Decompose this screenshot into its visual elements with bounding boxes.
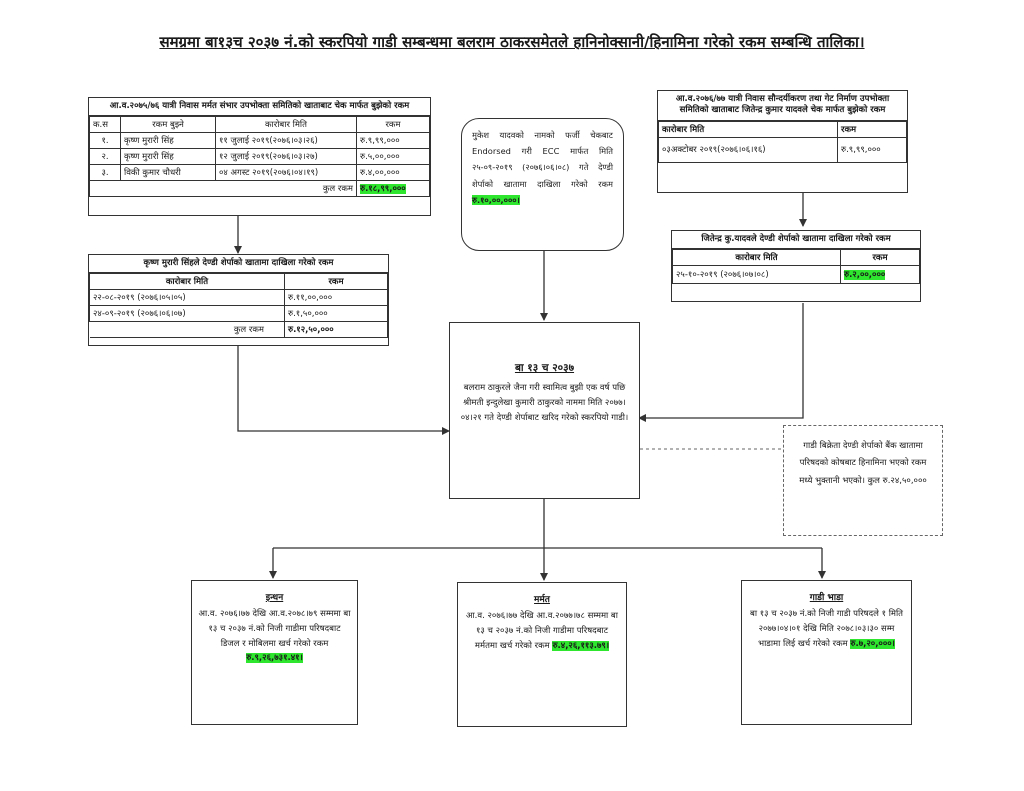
table2-box: आ.व.२०७६/७७ यात्री निवास सौन्दर्यीकरण तथ… <box>657 90 908 193</box>
table-row: ०३अक्टोबर २०१९(२०७६।०६।१६) रु.९,९९,००० <box>658 136 907 163</box>
table-row: २. कृष्ण मुरारी सिंह १२ जुलाई २०१९(२०७६।… <box>89 148 430 166</box>
table-cell: २. <box>89 148 121 166</box>
rent-text: बा १३ च २०३७ नं.को निजी गाडी परिषदले १ म… <box>749 608 904 649</box>
table-cell: २५-१०-२०१९ (२०७६।०७।०८) <box>672 265 841 285</box>
rent-amount: रु.७,२०,०००। <box>850 638 895 649</box>
table3-caption: कृष्ण मुरारी सिंहले देण्डी शेर्पाको खाता… <box>89 255 388 274</box>
table-header-cell: रकम <box>356 116 430 134</box>
table-row: २५-१०-२०१९ (२०७६।०७।०८) रु.२,००,००० <box>672 265 920 285</box>
table4-caption: जितेन्द्र कु.यादवले देण्डी शेर्पाको खाता… <box>672 231 920 250</box>
table-cell: ०३अक्टोबर २०१९(२०७६।०६।१६) <box>658 136 838 163</box>
table-cell: १. <box>89 132 121 150</box>
table-cell: २४-०९-२०१९ (२०७६।०६।०७) <box>89 305 285 323</box>
side-note-box: गाडी बिक्रेता देण्डी शेर्पाको बैंक खाताम… <box>783 425 943 536</box>
table-row: २२-०८-२०१९ (२०७६।०५।०५) रु.११,००,००० <box>89 289 388 307</box>
total-value: रु.१२,५०,००० <box>284 321 388 339</box>
note-amount: रु.१०,००,०००। <box>472 194 520 205</box>
table-row: ३. विकी कुमार चौधरी ०४ अगस्ट २०१९(२०७६।०… <box>89 164 430 182</box>
table-header-cell: रकम <box>284 273 388 291</box>
table2-table: कारोबार मिति रकम ०३अक्टोबर २०१९(२०७६।०६।… <box>658 120 907 163</box>
table-cell: रु.९,९९,००० <box>356 132 430 150</box>
note-text: मुकेश यादवको नामको फर्जी चेकबाट Endorsed… <box>472 130 613 189</box>
table-header-cell: रकम बुझ्ने <box>120 116 216 134</box>
table-cell: रु.४,००,००० <box>356 164 430 182</box>
table-header-cell: कारोबार मिति <box>215 116 357 134</box>
side-note-text: गाडी बिक्रेता देण्डी शेर्पाको बैंक खाताम… <box>799 441 927 486</box>
table3-table: कारोबार मिति रकम २२-०८-२०१९ (२०७६।०५।०५)… <box>89 273 388 339</box>
table-cell: रु.१,५०,००० <box>284 305 388 323</box>
table1-box: आ.व.२०७५/७६ यात्री निवास मर्मत संभार उपभ… <box>88 97 431 216</box>
arrow-table3-to-center <box>237 346 450 435</box>
table-cell: ०४ अगस्ट २०१९(२०७६।०४।१९) <box>215 164 357 182</box>
repair-amount: रु.४,२६,११३.७९। <box>552 640 610 651</box>
table-cell: कृष्ण मुरारी सिंह <box>120 132 216 150</box>
table-header-cell: कारोबार मिति <box>658 120 838 138</box>
total-label: कुल रकम <box>215 180 357 198</box>
fake-cheque-note-box: मुकेश यादवको नामको फर्जी चेकबाट Endorsed… <box>461 118 624 251</box>
table-header-row: कारोबार मिति रकम <box>89 273 388 291</box>
table-cell: २२-०८-२०१९ (२०७६।०५।०५) <box>89 289 285 307</box>
table-total-row: कुल रकम रु.१८,९९,००० <box>89 180 430 198</box>
table-header-cell: रकम <box>837 120 907 138</box>
fuel-text: आ.व. २०७६।७७ देखि आ.व.२०७८।७९ सम्ममा बा … <box>198 608 351 649</box>
rent-heading: गाडी भाडा <box>809 593 844 603</box>
center-text: बलराम ठाकुरले जैना गरी स्वामित्व बुझी एक… <box>460 383 629 424</box>
table2-caption: आ.व.२०७६/७७ यात्री निवास सौन्दर्यीकरण तथ… <box>658 91 907 121</box>
fuel-amount: रु.९,२६,७३१.४१। <box>246 653 303 664</box>
repair-heading: मर्मत <box>534 595 550 605</box>
table4-table: कारोबार मिति रकम २५-१०-२०१९ (२०७६।०७।०८)… <box>672 249 920 285</box>
page-title: समग्रमा बा१३च २०३७ नं.को स्करपियो गाडी स… <box>159 33 865 51</box>
table4-box: जितेन्द्र कु.यादवले देण्डी शेर्पाको खाता… <box>671 230 921 302</box>
table1-table: क.स रकम बुझ्ने कारोबार मिति रकम १. कृष्ण… <box>89 116 430 198</box>
table-header-cell: रकम <box>840 249 920 267</box>
table-cell: ११ जुलाई २०१९(२०७६।०३।२६) <box>215 132 357 150</box>
repair-expense-box: मर्मत आ.व. २०७६।७७ देखि आ.व.२०७७।७८ सम्म… <box>457 582 627 727</box>
table-row: २४-०९-२०१९ (२०७६।०६।०७) रु.१,५०,००० <box>89 305 388 323</box>
table-header-cell: कारोबार मिति <box>672 249 841 267</box>
table-header-row: क.स रकम बुझ्ने कारोबार मिति रकम <box>89 116 430 134</box>
total-label: कुल रकम <box>89 321 285 339</box>
table1-caption: आ.व.२०७५/७६ यात्री निवास मर्मत संभार उपभ… <box>89 98 430 117</box>
table-cell: ३. <box>89 164 121 182</box>
fuel-heading: इन्धन <box>265 593 284 603</box>
amount-highlight: रु.२,००,००० <box>844 270 886 281</box>
table-cell: रु.११,००,००० <box>284 289 388 307</box>
table3-box: कृष्ण मुरारी सिंहले देण्डी शेर्पाको खाता… <box>88 254 389 346</box>
table-total-row: कुल रकम रु.१२,५०,००० <box>89 321 388 339</box>
repair-text: आ.व. २०७६।७७ देखि आ.व.२०७७।७८ सम्ममा बा … <box>465 610 618 651</box>
total-value: रु.१८,९९,००० <box>356 180 430 198</box>
table-cell: रु.९,९९,००० <box>837 136 907 163</box>
table-row: १. कृष्ण मुरारी सिंह ११ जुलाई २०१९(२०७६।… <box>89 132 430 150</box>
table-cell: रु.५,००,००० <box>356 148 430 166</box>
fuel-expense-box: इन्धन आ.व. २०७६।७७ देखि आ.व.२०७८।७९ सम्म… <box>191 580 358 725</box>
table-cell: विकी कुमार चौधरी <box>120 164 216 182</box>
table-header-cell: कारोबार मिति <box>89 273 285 291</box>
table-header-cell: क.स <box>89 116 121 134</box>
table-value-cell: रु.२,००,००० <box>840 265 920 285</box>
center-heading: बा १३ च २०३७ <box>514 362 575 374</box>
total-amount-highlight: रु.१८,९९,००० <box>360 184 406 195</box>
table-header-row: कारोबार मिति रकम <box>658 120 907 138</box>
arrow-table4-to-center <box>638 303 804 422</box>
table-cell: १२ जुलाई २०१९(२०७६।०३।२७) <box>215 148 357 166</box>
center-vehicle-box: बा १३ च २०३७ बलराम ठाकुरले जैना गरी स्वा… <box>449 322 640 499</box>
table-cell: कृष्ण मुरारी सिंह <box>120 148 216 166</box>
rent-expense-box: गाडी भाडा बा १३ च २०३७ नं.को निजी गाडी प… <box>741 580 912 725</box>
table-header-row: कारोबार मिति रकम <box>672 249 920 267</box>
